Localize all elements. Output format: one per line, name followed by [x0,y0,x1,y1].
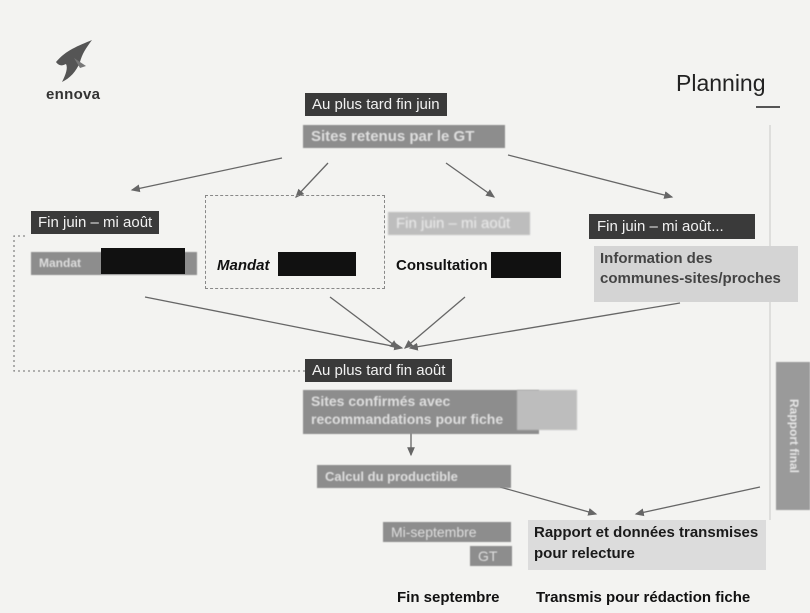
col2-item-label: Mandat [217,257,270,274]
mid-confirmed-extension [517,390,577,430]
col3-date-label: Fin juin – mi août [388,212,530,235]
loopback-dotted-line [13,235,305,372]
bottom-gt-badge: GT [470,546,512,566]
col3-item-label: Consultation [396,257,488,274]
bottom-mid-september: Mi-septembre [383,522,511,542]
bottom-end-september: Fin septembre [397,589,500,606]
arrow-calc-to-report [499,486,598,516]
mid-deadline-label: Au plus tard fin août [305,359,453,382]
arrow-top-to-col3 [445,162,496,198]
col1-redaction [101,248,185,274]
logo-text: ennova [46,86,101,103]
col1-date-label: Fin juin – mi août [31,211,160,234]
arrow-col4-to-mid [408,302,681,351]
col4-date-label: Fin juin – mi août... [589,214,755,239]
col2-dashed-box [205,195,385,289]
arrow-top-to-col1 [130,157,283,193]
col4-item-label: Information des communes-sites/proches [594,246,798,302]
col3-redaction [491,252,561,278]
bottom-sent-label: Transmis pour rédaction fiche [536,589,751,606]
arrow-top-to-col2 [295,162,329,198]
top-deadline-label: Au plus tard fin juin [305,93,447,116]
arrow-col1-to-mid [144,296,404,351]
arrow-top-to-col4 [507,154,674,199]
arrow-col3-to-mid [404,296,466,349]
mid-confirmed-label: Sites confirmés avec recommandations pou… [303,390,539,434]
title-underline [756,106,780,108]
page-title: Planning [676,70,766,96]
top-sites-label: Sites retenus par le GT [303,125,505,148]
ennova-logo-icon [56,40,92,82]
bottom-report-label: Rapport et données transmises pour relec… [528,520,766,570]
arrow-col2-to-mid [329,296,400,349]
sidebar-vertical-label: Rapport final [776,362,810,510]
mid-calc-label: Calcul du productible [317,465,511,488]
col2-redaction [278,252,356,276]
arrow-sidebar-to-report [634,486,761,517]
